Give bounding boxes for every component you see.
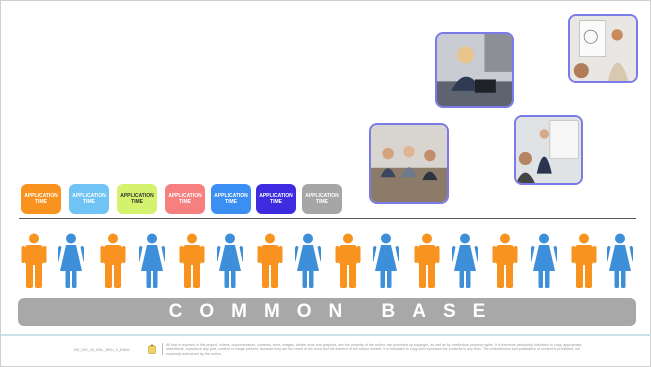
- male-person-icon: [414, 233, 440, 289]
- male-person-icon: [335, 233, 361, 289]
- common-base-bar: COMMON BASE: [18, 298, 636, 326]
- female-person-icon: [373, 233, 399, 289]
- footer-code: NK_DIS_16_BDL_NEU_0_EN06: [74, 348, 130, 352]
- female-person-icon: [452, 233, 478, 289]
- application-time-tab: APPLICATION TIME: [302, 184, 342, 214]
- female-person-icon: [295, 233, 321, 289]
- presenter-whiteboard-photo: [514, 115, 583, 185]
- application-time-tab: APPLICATION TIME: [211, 184, 251, 214]
- office-meeting-photo: [369, 123, 449, 204]
- woman-flipchart-photo: [568, 14, 638, 83]
- female-person-icon: [217, 233, 243, 289]
- footer-divider: [1, 334, 651, 336]
- application-time-tab: APPLICATION TIME: [117, 184, 157, 214]
- female-person-icon: [531, 233, 557, 289]
- divider-line: [19, 218, 636, 219]
- application-time-tab: APPLICATION TIME: [165, 184, 205, 214]
- company-logo-icon: [148, 344, 156, 354]
- male-person-icon: [21, 233, 47, 289]
- application-time-tab: APPLICATION TIME: [21, 184, 61, 214]
- male-person-icon: [179, 233, 205, 289]
- application-time-tab: APPLICATION TIME: [256, 184, 296, 214]
- application-time-tab: APPLICATION TIME: [69, 184, 109, 214]
- male-person-icon: [571, 233, 597, 289]
- woman-laptop-photo: [435, 32, 514, 108]
- people-row: [21, 233, 633, 289]
- male-person-icon: [100, 233, 126, 289]
- female-person-icon: [58, 233, 84, 289]
- footer-copyright-text: All that is reported in this project, vi…: [166, 343, 583, 356]
- footer-separator: [162, 343, 163, 355]
- female-person-icon: [139, 233, 165, 289]
- female-person-icon: [607, 233, 633, 289]
- male-person-icon: [257, 233, 283, 289]
- male-person-icon: [492, 233, 518, 289]
